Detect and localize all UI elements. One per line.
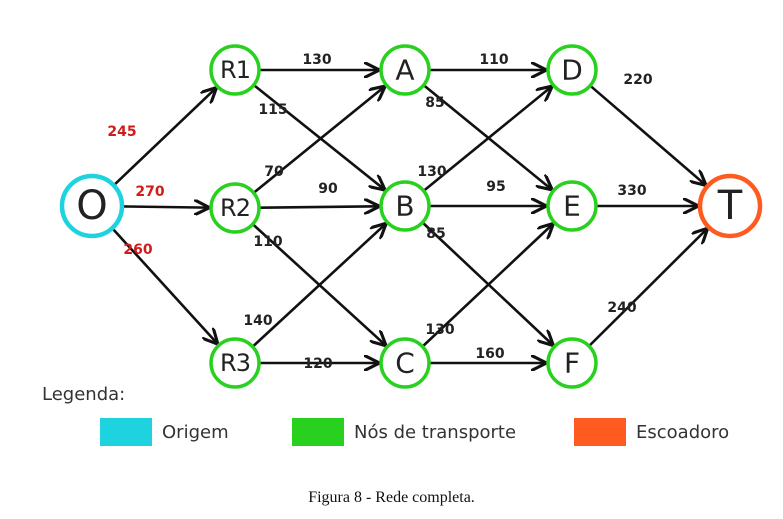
node-circle-c [379,337,431,389]
node-d: D [546,44,598,96]
legend-swatch-source [100,418,152,446]
edge-o-r3 [111,228,217,343]
edges-layer [111,70,707,363]
legend-swatch-transport [292,418,344,446]
node-label-r3: R3 [220,349,250,377]
edge-d-t [590,85,705,184]
node-label-b: B [395,190,414,223]
edge-label-r2-b: 90 [318,181,338,197]
node-r1: R1 [209,44,261,96]
node-label-r1: R1 [220,56,250,84]
node-circle-d [546,44,598,96]
node-label-e: E [563,190,581,223]
node-circle-r2 [209,182,261,234]
edge-label-r2-c: 110 [253,234,282,250]
node-r3: R3 [209,337,261,389]
figure-caption: Figura 8 - Rede completa. [308,489,475,506]
edge-label-a-d: 110 [479,52,508,68]
edge-label-b-d: 130 [417,164,446,180]
node-e: E [546,180,598,232]
node-t: T [697,173,763,239]
legend-label-transport: Nós de transporte [354,421,517,443]
legend-label-source: Origem [162,421,229,443]
edge-label-r1-a: 130 [302,52,331,68]
edge-label-o-r3: 260 [123,242,152,258]
edge-label-r1-b: 115 [258,102,287,118]
edge-r2-b [259,206,378,207]
node-a: A [379,44,431,96]
edge-label-r3-b: 140 [243,313,272,329]
legend-label-sink: Escoadoro [636,421,730,443]
edge-c-e [422,224,552,347]
legend-item-transport: Nós de transporte [292,418,516,446]
edge-f-t [588,229,707,347]
node-circle-o [59,173,125,239]
edge-label-d-t: 220 [623,72,652,88]
edge-label-o-r2: 270 [135,184,164,200]
node-label-r2: R2 [220,194,250,222]
edge-b-d [423,87,551,192]
edge-label-a-e: 85 [425,95,444,111]
edge-label-c-f: 160 [475,346,504,362]
node-label-t: T [717,183,743,229]
node-circle-e [546,180,598,232]
node-circle-r1 [209,44,261,96]
node-circle-r3 [209,337,261,389]
node-f: F [546,337,598,389]
edge-r2-a [253,87,384,194]
edge-label-r2-a: 70 [264,164,284,180]
edge-label-o-r1: 245 [107,124,136,140]
legend-swatch-sink [574,418,626,446]
legend-title: Legenda: [42,384,126,405]
edge-label-b-e: 95 [486,179,505,195]
node-label-d: D [561,54,583,87]
node-b: B [379,180,431,232]
edge-o-r2 [122,206,208,207]
node-r2: R2 [209,182,261,234]
node-o: O [59,173,125,239]
legend-item-source: Origem [100,418,229,446]
node-circle-t [697,173,763,239]
edge-label-f-t: 240 [607,300,636,316]
edge-r3-b [252,224,385,347]
edge-o-r1 [113,89,215,186]
node-label-a: A [395,54,414,87]
edge-r1-b [253,84,384,190]
node-label-c: C [395,347,415,380]
edge-label-r3-c: 120 [303,356,332,372]
edge-label-b-f: 85 [426,226,445,242]
node-label-f: F [564,347,580,380]
edge-label-c-e: 130 [425,322,454,338]
node-c: C [379,337,431,389]
edge-label-e-t: 330 [617,183,646,199]
node-circle-b [379,180,431,232]
node-label-o: O [76,183,107,229]
node-circle-f [546,337,598,389]
edge-labels-layer: 245 270 260 130 115 70 90 110 140 120 110 85 130 95 85… [107,52,652,372]
legend-item-sink: Escoadoro [574,418,729,446]
node-circle-a [379,44,431,96]
